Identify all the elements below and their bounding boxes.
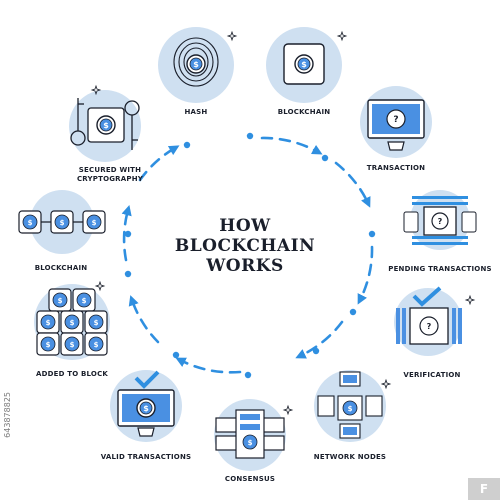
svg-text:?: ? — [393, 115, 398, 125]
cycle-dots — [124, 132, 376, 379]
step-label-verification: VERIFICATION — [403, 371, 461, 379]
blockchain-top-node — [266, 27, 347, 103]
step-label-cryptography-line-1: SECURED WITH — [78, 166, 142, 174]
step-label-cryptography-line-2: CRYPTOGRAPHY — [76, 175, 144, 183]
step-label-blockchain-left: BLOCKCHAIN — [34, 264, 88, 272]
cryptography-node — [69, 85, 141, 162]
stock-badge: F — [468, 478, 500, 500]
hash-node — [158, 27, 237, 103]
svg-text:$: $ — [248, 439, 253, 447]
step-label-hash: HASH — [184, 108, 208, 116]
stock-id-text: 643878825 — [3, 392, 12, 438]
step-label-cryptography: SECURED WITH CRYPTOGRAPHY — [62, 166, 158, 184]
added-to-block-node — [34, 281, 110, 360]
title-line-1: HOW — [219, 216, 271, 236]
valid-transactions-node — [110, 370, 182, 442]
diagram-title: HOW BLOCKCHAIN WORKS — [170, 216, 320, 276]
step-label-consensus: CONSENSUS — [224, 475, 276, 483]
svg-text:?: ? — [427, 322, 432, 331]
consensus-node: $ — [214, 399, 293, 471]
step-label-network-nodes: NETWORK NODES — [313, 453, 387, 461]
verification-node: ? — [394, 286, 475, 356]
blockchain-left-node — [18, 190, 106, 254]
cycle-ring — [121, 136, 374, 374]
title-line-2: BLOCKCHAIN — [174, 236, 316, 256]
step-label-valid-transactions: VALID TRANSACTIONS — [100, 453, 192, 461]
step-label-pending-transactions: PENDING TRANSACTIONS — [388, 265, 492, 273]
title-line-3: WORKS — [206, 256, 284, 276]
fingerprint-coin-icon — [173, 37, 219, 87]
transaction-node: ? — [360, 86, 432, 158]
network-nodes-node: $ — [314, 370, 391, 442]
step-label-blockchain-top: BLOCKCHAIN — [277, 108, 331, 116]
pending-transactions-node: ? — [403, 190, 477, 250]
step-label-transaction: TRANSACTION — [366, 164, 426, 172]
step-label-added-to-block: ADDED TO BLOCK — [35, 370, 109, 378]
svg-text:?: ? — [438, 217, 443, 226]
svg-text:$: $ — [348, 405, 353, 413]
